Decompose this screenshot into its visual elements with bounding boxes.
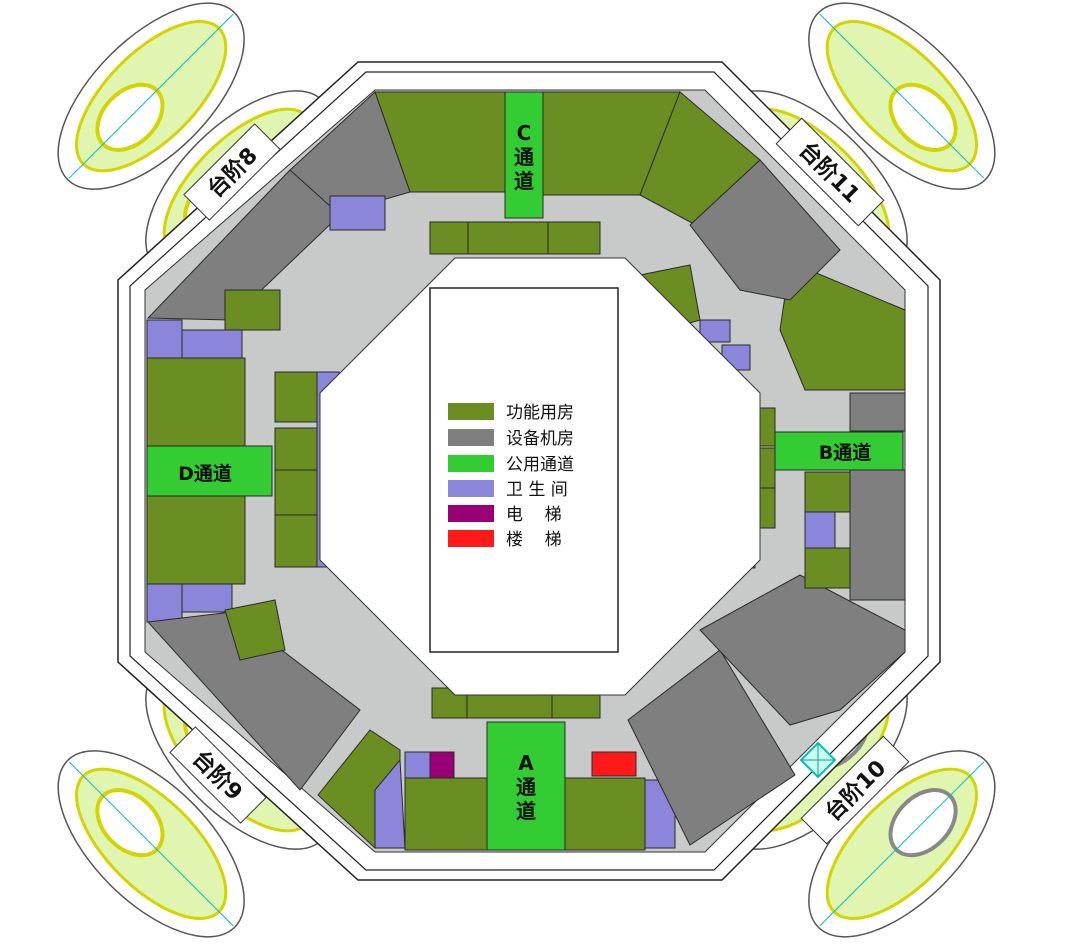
room-functional (804, 547, 851, 589)
room-restroom (804, 511, 836, 549)
room-restroom (181, 583, 233, 613)
room-staircase (591, 751, 637, 777)
room-elevator (429, 751, 455, 779)
passage-d-label: D通道 (178, 462, 232, 485)
legend-swatch-equipment (448, 429, 494, 446)
legend-label-elevator: 电 梯 (506, 505, 562, 525)
passage-c (504, 91, 544, 219)
legend-swatch-functional (448, 403, 494, 420)
legend-label-equipment: 设备机房 (506, 429, 574, 449)
room-functional (146, 495, 246, 585)
passage-c-line2: 道 (514, 169, 534, 193)
room-equipment (849, 392, 906, 432)
room-functional (274, 469, 318, 516)
room-equipment (627, 649, 796, 846)
stair-label-11-box: 台阶11 (775, 117, 885, 227)
legend-swatch-restroom (448, 480, 494, 497)
passage-b-label: B通道 (819, 441, 871, 464)
legend-swatch-staircase (448, 530, 494, 547)
room-equipment (146, 611, 361, 791)
legend-swatch-corridor (448, 455, 494, 472)
passage-d (146, 445, 273, 497)
stair-label-10-box: 台阶10 (800, 735, 910, 845)
room-functional (224, 289, 281, 331)
elevator-marker-icon (799, 741, 837, 779)
room-restroom (699, 319, 731, 343)
passage-c-letter: C (517, 121, 532, 145)
room-functional (404, 777, 488, 851)
passage-a-line1: 通 (516, 775, 536, 799)
room-functional (146, 357, 246, 447)
passage-a-letter: A (518, 751, 534, 775)
room-restroom (146, 583, 183, 623)
passage-a (486, 721, 566, 851)
room-band (146, 91, 906, 851)
room-functional (467, 221, 549, 255)
legend-swatch-elevator (448, 505, 494, 522)
room-restroom (146, 319, 183, 359)
room-functional (274, 427, 318, 471)
room-functional (224, 599, 286, 661)
room-functional (274, 514, 318, 568)
room-functional (274, 371, 318, 423)
room-equipment (849, 469, 906, 601)
legend-label-functional: 功能用房 (506, 403, 574, 423)
room-functional (804, 471, 851, 513)
room-restroom (404, 751, 431, 779)
legend-label-restroom: 卫 生 间 (506, 480, 568, 500)
room-functional (429, 221, 469, 255)
room-functional (547, 221, 601, 255)
passage-a-line2: 道 (516, 799, 536, 823)
room-restroom (329, 195, 386, 231)
room-restroom (181, 329, 243, 359)
passage-c-line1: 通 (514, 145, 534, 169)
room-equipment (689, 159, 841, 301)
passage-b (774, 431, 904, 471)
legend-label-staircase: 楼 梯 (506, 530, 562, 550)
legend-label-corridor: 公用通道 (506, 455, 574, 475)
room-functional (564, 777, 646, 851)
legend: 功能用房 设备机房 公用通道 卫 生 间 电 梯 楼 梯 (448, 403, 574, 550)
room-equipment (699, 574, 906, 726)
room-functional (779, 261, 906, 391)
